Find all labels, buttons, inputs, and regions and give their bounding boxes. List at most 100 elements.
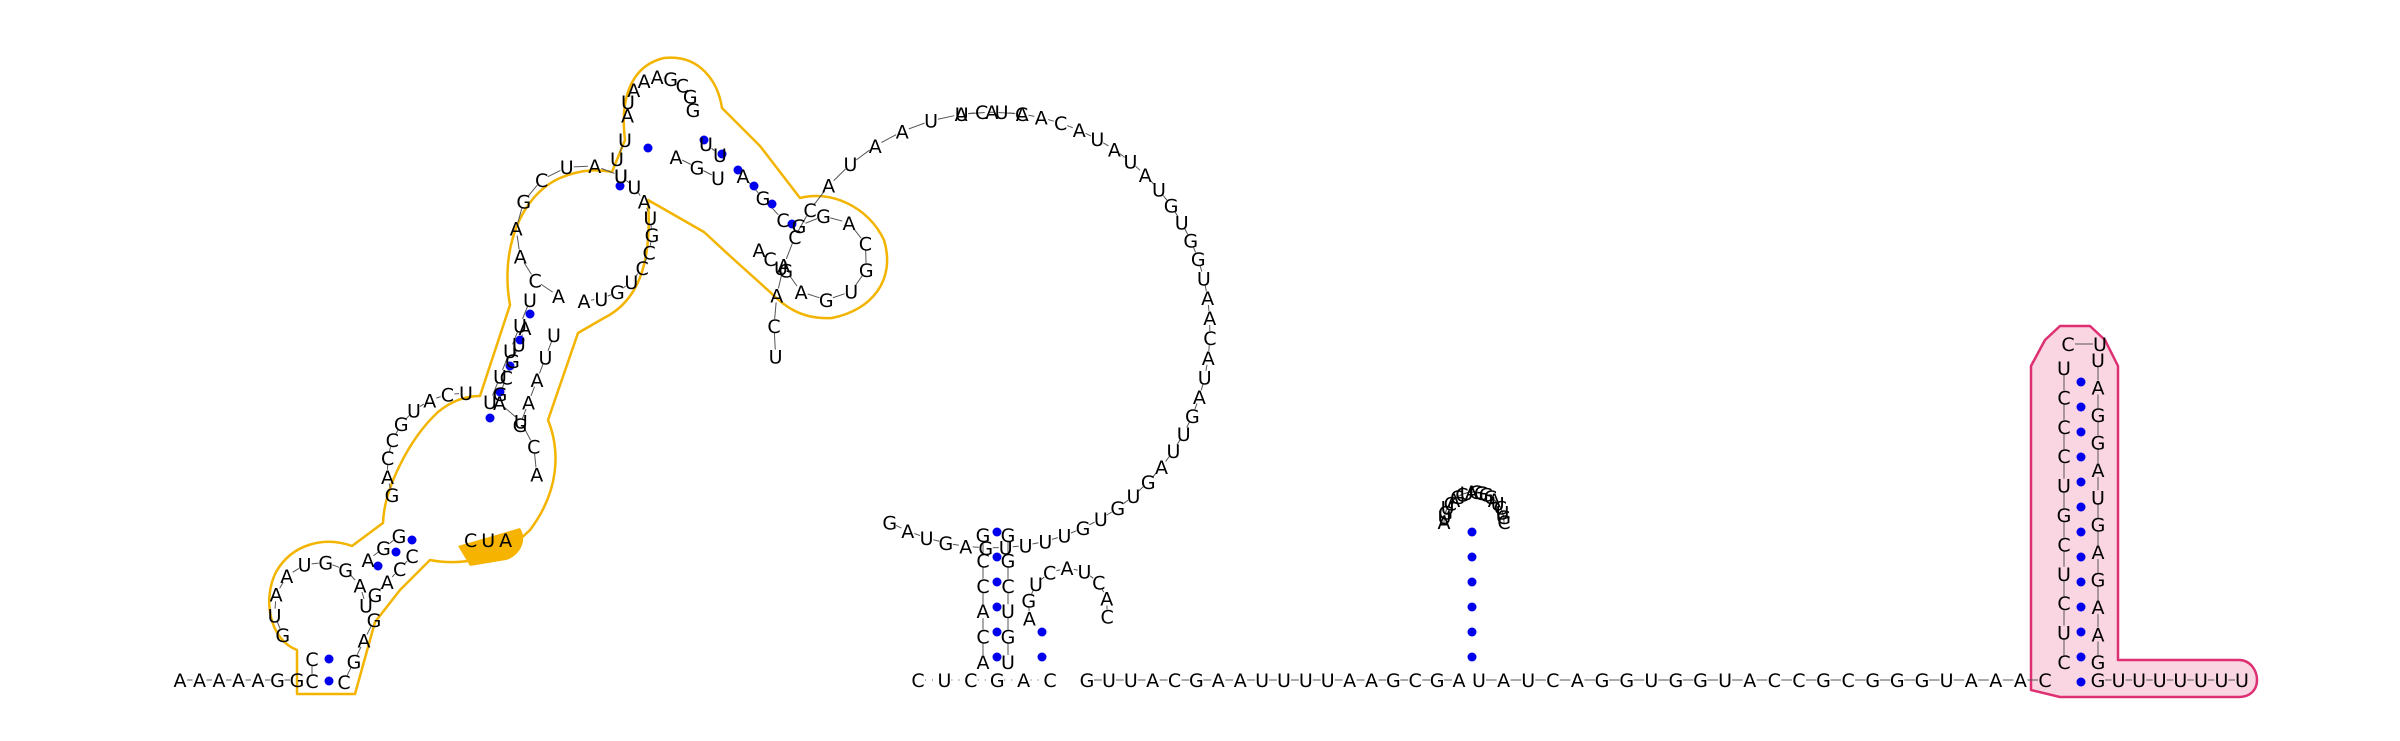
backbone-link: [1122, 499, 1129, 505]
backbone-link: [1205, 364, 1208, 371]
nucleotide-stem-b-right: U: [1001, 652, 1015, 674]
base-pair-dot: [2076, 627, 2086, 637]
nucleotide-d1-stem3-right-b: C: [500, 368, 513, 390]
nucleotide-three-prime-tail: G: [2091, 670, 2106, 692]
backbone-link: [1073, 568, 1078, 571]
backbone-link: [622, 285, 627, 289]
nucleotide-big-loop-top: G: [939, 533, 954, 555]
backbone-link: [789, 275, 798, 287]
backbone-link: [1085, 132, 1092, 137]
nucleotide-d2-stem-left: U: [2057, 564, 2071, 586]
backbone-link: [895, 525, 902, 529]
backbone-link: [773, 332, 776, 350]
base-pair-dot: [992, 652, 1002, 662]
base-pair-dot: [717, 149, 727, 159]
nucleotide-big-loop-top: U: [995, 102, 1009, 124]
nucleotide-three-prime-tail: U: [2194, 670, 2208, 692]
backbone-link: [1040, 576, 1045, 580]
nucleotide-big-loop-top: A: [1073, 120, 1086, 142]
nucleotide-d1-stem4-right: U: [713, 145, 727, 167]
nucleotide-d1-hairpin1: A: [354, 575, 367, 597]
backbone-link: [1165, 456, 1170, 462]
nucleotide-stem-b-right: G: [1001, 627, 1016, 649]
nucleotide-big-loop-top: U: [1177, 424, 1191, 446]
backbone-link: [404, 560, 408, 565]
backbone-link: [539, 363, 544, 374]
nucleotide-d1-loop3-bottom: U: [624, 272, 638, 294]
backbone-link: [1119, 153, 1126, 158]
nucleotide-dotted-connector: C: [911, 670, 924, 692]
nucleotide-loop-left-side: A: [777, 255, 790, 277]
nucleotide-d1-hairpin1: G: [318, 552, 333, 574]
nucleotide-d2-loop: U: [2093, 334, 2107, 356]
nucleotide-d1-hairpin4: U: [621, 92, 635, 114]
backbone-link: [805, 218, 818, 224]
nucleotide-dotted-connector: C: [1043, 670, 1056, 692]
nucleotide-big-loop-top: C: [975, 102, 988, 124]
domain-1-highlight: [268, 56, 889, 696]
nucleotide-d1-loop2-top: A: [423, 390, 436, 412]
backbone-link: [933, 539, 940, 542]
nucleotide-big-loop-top: U: [1175, 213, 1189, 235]
nucleotide-three-prime-tail: U: [2112, 670, 2126, 692]
nucleotide-linker-1: G: [1189, 670, 1204, 692]
nucleotide-stem-d: G: [1595, 670, 1610, 692]
nucleotide-d2-stem-right: A: [2092, 542, 2105, 564]
nucleotide-linker-1: U: [1321, 670, 1335, 692]
backbone-link: [1089, 575, 1094, 579]
nucleotide-d2-loop: C: [2061, 334, 2074, 356]
nucleotide-stem-d: G: [1915, 670, 1930, 692]
backbone-link: [1149, 179, 1155, 185]
nucleotide-big-loop-top: G: [1191, 249, 1206, 271]
backbone-link: [1192, 246, 1197, 253]
nucleotide-big-loop-top: A: [1201, 288, 1214, 310]
nucleotide-d2-stem-left: C: [2057, 652, 2070, 674]
backbone-link: [1200, 384, 1204, 391]
nucleotide-big-loop-top: G: [1141, 472, 1156, 494]
nucleotide-linker-1: A: [1146, 670, 1159, 692]
nucleotide-hairpin-c: C: [1043, 563, 1056, 585]
nucleotide-five-prime-tail: A: [193, 670, 206, 692]
nucleotide-big-loop-top: G: [1110, 498, 1125, 520]
nucleotide-d1-loop2-bottom: U: [514, 412, 528, 434]
nucleotide-d1-hairpin1: U: [268, 606, 282, 628]
nucleotide-d1-stem1-left: C: [305, 671, 318, 693]
nucleotide-d1-stem1-right: G: [347, 651, 362, 673]
nucleotide-big-loop-top: G: [1183, 231, 1198, 253]
nucleotide-loop-left-side: A: [770, 285, 783, 307]
backbone-link: [1204, 285, 1207, 292]
nucleotide-d1-loop2-top: C: [441, 384, 454, 406]
nucleotide-big-loop-top: G: [882, 513, 897, 535]
backbone-link: [1032, 542, 1039, 545]
backbone-link: [517, 208, 523, 223]
backbone-link: [813, 190, 825, 205]
base-pair-dot: [2076, 452, 2086, 462]
nucleotide-d1-stem3-left: U: [493, 367, 507, 389]
backbone-link: [832, 293, 845, 299]
nucleotide-three-prime-tail: U: [2132, 670, 2146, 692]
nucleotide-d2-stem-right: G: [2091, 405, 2106, 427]
nucleotide-d1-hairpin5: G: [819, 290, 834, 312]
nucleotide-d1-stem2-left: G: [392, 526, 407, 548]
backbone-link: [279, 581, 284, 589]
highlighted-bases: CUA: [464, 530, 512, 552]
nucleotide-linker-1: U: [1299, 670, 1313, 692]
nucleotide-stem-b-right: C: [1001, 576, 1014, 598]
nucleotide-big-loop-top: G: [1076, 518, 1091, 540]
backbone-link: [785, 243, 793, 260]
nucleotide-d1-stem1-left: C: [305, 649, 318, 671]
nucleotide-d1-loop2-top: C: [386, 430, 399, 452]
nucleotide-d1-loop2-top: G: [394, 414, 409, 436]
backbone-link: [516, 235, 520, 250]
nucleotide-stem-d: G: [1669, 670, 1684, 692]
backbone-link: [1502, 514, 1505, 525]
base-pair-dot: [699, 135, 709, 145]
nucleotide-d1-loop3-top: C: [529, 270, 542, 292]
nucleotide-hairpin-d: A: [1447, 490, 1460, 512]
base-pair-dot: [1467, 527, 1477, 537]
base-pair-dot: [525, 309, 535, 319]
nucleotide-d1-stem2-right: G: [368, 585, 383, 607]
backbone-link: [366, 626, 372, 635]
backbone-link: [522, 408, 527, 419]
nucleotide-d1-loop3-top: A: [510, 219, 523, 241]
